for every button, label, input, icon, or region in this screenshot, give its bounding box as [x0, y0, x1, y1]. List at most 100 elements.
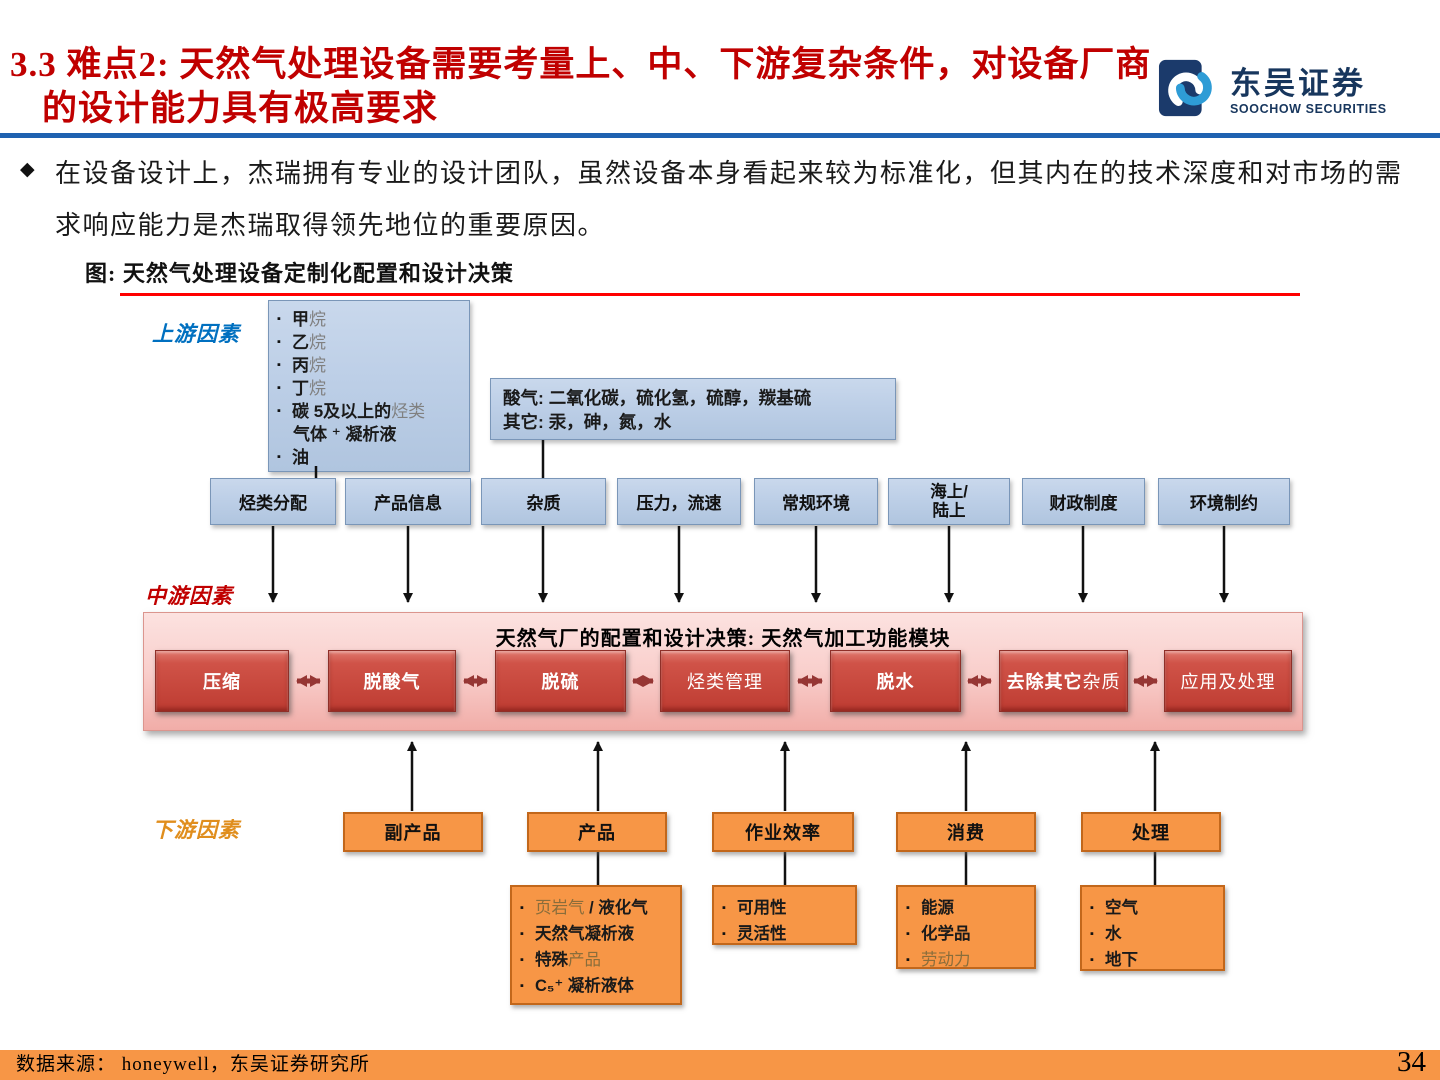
- factor-label: 压力，流速: [636, 494, 722, 513]
- square-bullet-icon: ▪: [277, 359, 281, 371]
- bullet-paragraph: 在设备设计上，杰瑞拥有专业的设计团队，虽然设备本身看起来较为标准化，但其内在的技…: [55, 159, 1403, 240]
- soochow-securities-logo: 东吴证券 SOOCHOW SECURITIES: [1158, 50, 1392, 132]
- factor-label: 环境制约: [1190, 494, 1258, 513]
- item-text: 油: [292, 448, 309, 467]
- logo-wordmark: 东吴证券 SOOCHOW SECURITIES: [1230, 66, 1387, 117]
- module-label: 脱酸气: [363, 672, 421, 692]
- downstream-label-text: 消费: [947, 823, 985, 843]
- item-text: C₅⁺ 凝析液体: [535, 977, 634, 995]
- factor-label: 产品信息: [374, 494, 442, 513]
- downstream-box-consumption: 消费: [896, 812, 1036, 852]
- item-text: 水: [1105, 925, 1122, 943]
- list-item: ▪C₅⁺ 凝析液体: [520, 973, 672, 999]
- square-bullet-icon: ▪: [1090, 928, 1094, 940]
- module-label: 脱水: [876, 672, 915, 692]
- module-remove-other-impurities: 去除其它杂质: [999, 650, 1128, 712]
- downstream-box-byproducts: 副产品: [343, 812, 483, 852]
- module-label: 去除其它: [1006, 672, 1083, 692]
- list-item: ▪ 空气: [1090, 895, 1215, 921]
- square-bullet-icon: ▪: [722, 902, 726, 914]
- page-title-line-2: 的设计能力具有极高要求: [42, 89, 439, 128]
- list-item: ▪ 特殊产品: [520, 947, 672, 973]
- list-item: ▪天然气凝析液: [520, 921, 672, 947]
- item-text-muted: 烷: [309, 356, 326, 375]
- module-desulfurization: 脱硫: [495, 650, 626, 712]
- factor-box-impurities: 杂质: [481, 478, 606, 525]
- acid-gas-line: 酸气: 二氧化碳，硫化氢，硫醇，羰基硫: [503, 388, 812, 408]
- treatment-detail-box: ▪ 空气 ▪ 水 ▪ 地下: [1080, 885, 1225, 971]
- square-bullet-icon: ▪: [520, 928, 524, 940]
- acid-gas-line: 其它: 汞，砷，氮，水: [503, 412, 672, 432]
- module-hydrocarbon-management: 烃类管理: [660, 650, 790, 712]
- item-text: 丁: [292, 379, 309, 398]
- band-title: 天然气厂的配置和设计决策: 天然气加工功能模块: [495, 628, 951, 650]
- item-text: 甲: [292, 310, 309, 329]
- factor-label: 陆上: [932, 501, 966, 520]
- item-text: 乙: [292, 333, 309, 352]
- item-text: 能源: [921, 899, 954, 917]
- factor-label: 常规环境: [782, 494, 850, 513]
- factor-label: 杂质: [526, 494, 561, 513]
- bullet-diamond-icon: ◆: [20, 159, 35, 180]
- square-bullet-icon: ▪: [1090, 954, 1094, 966]
- factor-box-hydrocarbon-allocation: 烃类分配: [210, 478, 336, 525]
- module-label: 烃类管理: [687, 672, 763, 692]
- downstream-box-products: 产品: [527, 812, 667, 852]
- item-text-muted: 烷: [309, 379, 326, 398]
- module-label: 压缩: [203, 672, 241, 692]
- factor-box-normal-environment: 常规环境: [754, 478, 878, 525]
- item-text: 空气: [1105, 899, 1138, 917]
- module-label: 杂质: [1082, 672, 1121, 692]
- data-source-text: 数据来源： honeywell，东吴证券研究所: [16, 1054, 370, 1075]
- factor-box-environmental-constraints: 环境制约: [1158, 478, 1290, 525]
- factor-label: 财政制度: [1049, 494, 1118, 513]
- figure-caption: 图: 天然气处理设备定制化配置和设计决策: [85, 261, 514, 286]
- module-compression: 压缩: [155, 650, 289, 712]
- module-application-processing: 应用及处理: [1164, 650, 1292, 712]
- list-item: ▪丙烷: [277, 354, 461, 377]
- item-text-muted: 劳动力: [921, 951, 971, 969]
- square-bullet-icon: ▪: [277, 451, 281, 463]
- square-bullet-icon: ▪: [277, 313, 281, 325]
- downstream-label-text: 产品: [578, 823, 616, 843]
- factor-box-offshore-onshore: 海上/陆上: [888, 478, 1010, 525]
- factor-box-pressure-flow: 压力，流速: [617, 478, 741, 525]
- consumption-detail-box: ▪能源 ▪化学品 ▪劳动力: [896, 885, 1036, 969]
- item-text-muted: 产品: [568, 951, 601, 969]
- downstream-label-text: 处理: [1132, 823, 1170, 843]
- soochow-logo-icon: [1158, 57, 1222, 126]
- item-text-muted: 烷: [309, 310, 326, 329]
- square-bullet-icon: ▪: [906, 902, 910, 914]
- list-item: ▪乙烷: [277, 331, 461, 354]
- square-bullet-icon: ▪: [277, 405, 281, 417]
- downstream-label-text: 副产品: [384, 823, 442, 843]
- header-divider: [0, 133, 1440, 138]
- factor-box-product-info: 产品信息: [345, 478, 471, 525]
- midstream-label: 中游因素: [145, 585, 233, 608]
- item-text: 灵活性: [737, 925, 787, 943]
- footer-bar: 数据来源： honeywell，东吴证券研究所 34: [0, 1046, 1440, 1080]
- page-title-line-1: 3.3 难点2: 天然气处理设备需要考量上、中、下游复杂条件，对设备厂商: [10, 45, 1152, 84]
- item-text: 可用性: [737, 899, 787, 917]
- module-label: 脱硫: [541, 672, 580, 692]
- list-item: ▪ 丁烷: [277, 377, 461, 400]
- list-item: ▪页岩气 / 液化气: [520, 895, 672, 921]
- page-number: 34: [1397, 1046, 1426, 1078]
- downstream-label: 下游因素: [152, 819, 240, 842]
- factor-label: 海上/: [930, 482, 968, 501]
- module-label: 应用及处理: [1180, 672, 1276, 692]
- module-deacidification: 脱酸气: [328, 650, 456, 712]
- square-bullet-icon: ▪: [722, 928, 726, 940]
- products-detail-box: ▪页岩气 / 液化气 ▪天然气凝析液 ▪特殊产品 ▪C₅⁺ 凝析液体: [510, 885, 682, 1005]
- efficiency-detail-box: ▪ 可用性 ▪ 灵活性: [712, 885, 857, 945]
- item-text-muted: 页岩气: [535, 899, 585, 917]
- hydrocarbon-list-box: ▪甲烷 ▪乙烷 ▪丙烷 ▪丁烷 ▪碳 5及以上的烃类气体 ⁺ 凝析液 ▪油: [268, 300, 470, 472]
- module-dehydration: 脱水: [830, 650, 961, 712]
- square-bullet-icon: ▪: [520, 954, 524, 966]
- square-bullet-icon: ▪: [1090, 902, 1094, 914]
- square-bullet-icon: ▪: [277, 382, 281, 394]
- item-text: 地下: [1105, 951, 1138, 969]
- square-bullet-icon: ▪: [520, 902, 524, 914]
- item-text: 特殊: [535, 951, 568, 969]
- list-item: ▪ 地下: [1090, 947, 1215, 973]
